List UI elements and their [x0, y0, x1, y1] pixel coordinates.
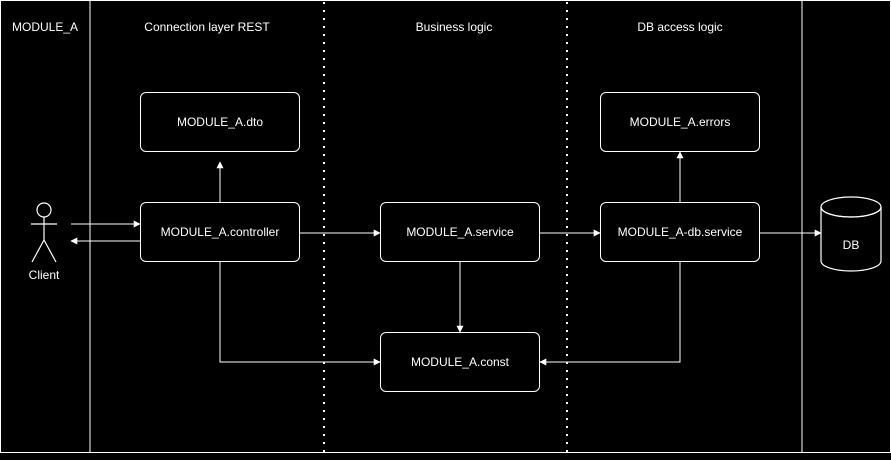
client-actor-icon [31, 202, 57, 263]
node-errors[interactable]: MODULE_A.errors [600, 92, 760, 152]
node-dto[interactable]: MODULE_A.dto [140, 92, 300, 152]
client-label: Client [28, 268, 60, 282]
edge-controller-to-const [219, 262, 381, 366]
edge-db-service-to-const [539, 262, 681, 366]
node-db-service[interactable]: MODULE_A-db.service [600, 202, 760, 262]
lane-title-module: MODULE_A [11, 20, 79, 34]
database-label: DB [842, 238, 860, 252]
database-icon [820, 196, 882, 272]
node-controller[interactable]: MODULE_A.controller [140, 202, 300, 262]
lane-title-business: Business logic [415, 20, 493, 34]
lane-title-db-access: DB access logic [637, 20, 723, 34]
node-service[interactable]: MODULE_A.service [380, 202, 540, 262]
node-const[interactable]: MODULE_A.const [380, 332, 540, 392]
lane-title-rest: Connection layer REST [144, 20, 270, 34]
